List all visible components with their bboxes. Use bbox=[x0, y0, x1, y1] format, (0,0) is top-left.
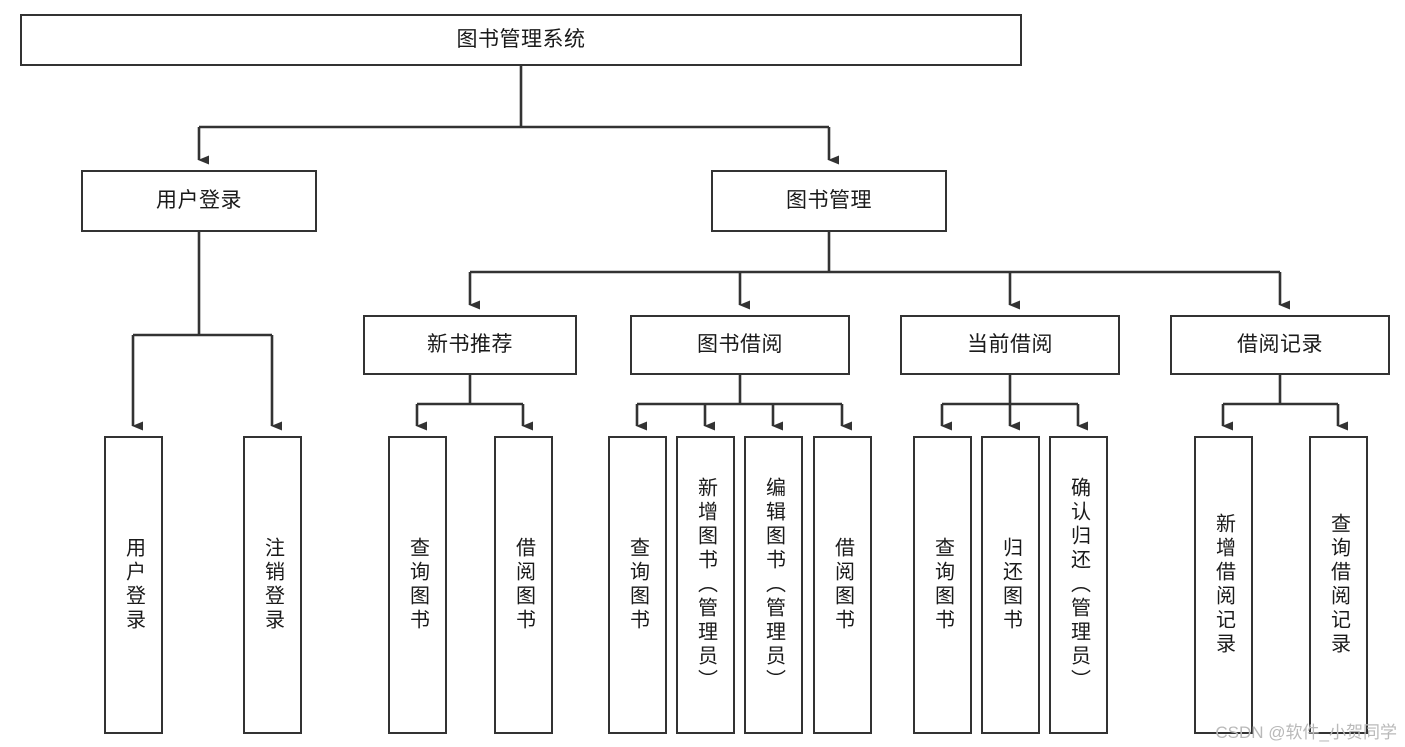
node-label: 注销登录 bbox=[261, 537, 284, 633]
node-label: 图书借阅 bbox=[697, 332, 783, 356]
node-label: 当前借阅 bbox=[967, 332, 1053, 356]
node-new-book-recommend[interactable]: 新书推荐 bbox=[363, 315, 577, 375]
leaf-return-book[interactable]: 归还图书 bbox=[981, 436, 1040, 734]
node-label: 新增图书（管理员） bbox=[694, 477, 717, 693]
node-label: 归还图书 bbox=[999, 537, 1022, 633]
leaf-confirm-return[interactable]: 确认归还（管理员） bbox=[1049, 436, 1108, 734]
node-label: 图书管理系统 bbox=[456, 27, 586, 51]
node-label: 查询图书 bbox=[406, 537, 429, 633]
node-label: 新增借阅记录 bbox=[1212, 513, 1235, 657]
node-book-borrow[interactable]: 图书借阅 bbox=[630, 315, 850, 375]
node-current-borrow[interactable]: 当前借阅 bbox=[900, 315, 1120, 375]
node-label: 查询借阅记录 bbox=[1327, 513, 1350, 657]
node-label: 编辑图书（管理员） bbox=[762, 477, 785, 693]
node-label: 借阅记录 bbox=[1237, 332, 1323, 356]
node-label: 确认归还（管理员） bbox=[1067, 477, 1090, 693]
node-label: 图书管理 bbox=[786, 188, 872, 212]
node-label: 借阅图书 bbox=[512, 537, 535, 633]
leaf-query-book-1[interactable]: 查询图书 bbox=[388, 436, 447, 734]
leaf-edit-book[interactable]: 编辑图书（管理员） bbox=[744, 436, 803, 734]
leaf-query-book-2[interactable]: 查询图书 bbox=[608, 436, 667, 734]
node-label: 查询图书 bbox=[931, 537, 954, 633]
leaf-query-book-3[interactable]: 查询图书 bbox=[913, 436, 972, 734]
node-label: 用户登录 bbox=[122, 537, 145, 633]
node-label: 借阅图书 bbox=[831, 537, 854, 633]
node-user-login[interactable]: 用户登录 bbox=[81, 170, 317, 232]
node-label: 查询图书 bbox=[626, 537, 649, 633]
leaf-add-book[interactable]: 新增图书（管理员） bbox=[676, 436, 735, 734]
leaf-logout-login[interactable]: 注销登录 bbox=[243, 436, 302, 734]
node-label: 新书推荐 bbox=[427, 332, 513, 356]
leaf-borrow-book-1[interactable]: 借阅图书 bbox=[494, 436, 553, 734]
node-book-management[interactable]: 图书管理 bbox=[711, 170, 947, 232]
leaf-add-borrow-record[interactable]: 新增借阅记录 bbox=[1194, 436, 1253, 734]
leaf-borrow-book-2[interactable]: 借阅图书 bbox=[813, 436, 872, 734]
leaf-user-login[interactable]: 用户登录 bbox=[104, 436, 163, 734]
node-label: 用户登录 bbox=[156, 188, 242, 212]
node-borrow-record[interactable]: 借阅记录 bbox=[1170, 315, 1390, 375]
node-root-book-management-system[interactable]: 图书管理系统 bbox=[20, 14, 1022, 66]
leaf-query-borrow-record[interactable]: 查询借阅记录 bbox=[1309, 436, 1368, 734]
